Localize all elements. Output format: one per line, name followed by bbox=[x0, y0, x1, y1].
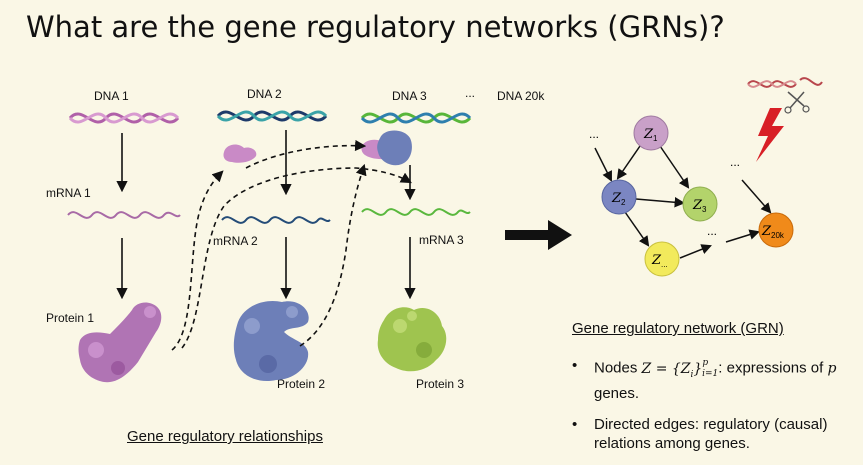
protein-2-label: Protein 2 bbox=[277, 377, 326, 391]
grn-edge bbox=[741, 179, 772, 214]
svg-text:Z: Z bbox=[611, 191, 622, 206]
grn-bullet-list: Nodes Z = {Zi}pi=1: expressions of p gen… bbox=[570, 356, 862, 465]
regulation-arrow bbox=[181, 167, 412, 349]
left-caption: Gene regulatory relationships bbox=[127, 428, 323, 445]
protein-blob-icon bbox=[78, 302, 162, 383]
grn-node-z20k: Z 20k bbox=[758, 212, 794, 248]
svg-text:3: 3 bbox=[702, 205, 707, 214]
svg-text:20k: 20k bbox=[771, 231, 785, 240]
slide-title: What are the gene regulatory networks (G… bbox=[26, 10, 725, 44]
dna-1-label: DNA 1 bbox=[94, 89, 129, 103]
dna-3-label: DNA 3 bbox=[392, 89, 427, 103]
dna-helix-icon bbox=[68, 112, 180, 124]
protein-blob-icon bbox=[233, 300, 309, 382]
protein-3-label: Protein 3 bbox=[416, 377, 465, 391]
grn-edge bbox=[635, 197, 686, 208]
regulation-arrow bbox=[245, 139, 367, 169]
grn-edge bbox=[616, 145, 641, 180]
mrna-strand-icon bbox=[67, 211, 181, 219]
protein-blob-icon bbox=[223, 144, 257, 163]
svg-text:Z: Z bbox=[651, 253, 662, 268]
svg-text:Z: Z bbox=[692, 198, 703, 213]
mrna-2-label: mRNA 2 bbox=[213, 234, 258, 248]
lightning-icon bbox=[756, 108, 784, 162]
mrna-1-label: mRNA 1 bbox=[46, 186, 91, 200]
svg-text:Z: Z bbox=[761, 224, 772, 239]
grn-edge bbox=[679, 244, 712, 259]
scissors-icon bbox=[747, 77, 823, 114]
grn-node-z3: Z 3 bbox=[682, 186, 718, 222]
big-right-arrow-icon bbox=[505, 220, 572, 250]
regulation-arrow bbox=[299, 163, 367, 347]
grn-edge bbox=[725, 229, 761, 243]
grn-ellipsis: ... bbox=[730, 155, 740, 169]
grn-edge bbox=[659, 145, 690, 189]
svg-text:...: ... bbox=[661, 260, 668, 269]
dna-ellipsis-label: ... bbox=[465, 86, 476, 100]
mrna-3-label: mRNA 3 bbox=[419, 233, 464, 247]
dna-2-label: DNA 2 bbox=[247, 87, 282, 101]
grn-ellipsis: ... bbox=[589, 127, 599, 141]
grn-edge bbox=[594, 147, 612, 182]
grn-heading: Gene regulatory network (GRN) bbox=[572, 320, 784, 337]
svg-text:2: 2 bbox=[621, 198, 626, 207]
grn-edge bbox=[624, 211, 650, 247]
protein-1-label: Protein 1 bbox=[46, 311, 95, 325]
grn-node-z1: Z 1 bbox=[633, 115, 669, 151]
grn-node-z2: Z 2 bbox=[601, 179, 637, 215]
dna-20k-label: DNA 20k bbox=[497, 89, 545, 103]
grn-bullet-edges: Directed edges: regulatory (causal) rela… bbox=[570, 415, 862, 453]
dna-helix-icon bbox=[216, 110, 328, 122]
dna-helix-icon bbox=[360, 112, 472, 124]
mrna-strand-icon bbox=[221, 216, 331, 224]
mrna-strand-icon bbox=[361, 208, 471, 216]
svg-text:1: 1 bbox=[653, 134, 658, 143]
svg-text:Z: Z bbox=[643, 127, 654, 142]
grn-node-z-ellipsis: Z ... bbox=[644, 241, 680, 277]
regulation-arrow bbox=[171, 170, 224, 351]
grn-bullet-nodes: Nodes Z = {Zi}pi=1: expressions of p gen… bbox=[570, 356, 862, 403]
protein-blob-icon bbox=[377, 130, 412, 166]
grn-ellipsis: ... bbox=[707, 224, 717, 238]
protein-blob-icon bbox=[377, 307, 447, 372]
